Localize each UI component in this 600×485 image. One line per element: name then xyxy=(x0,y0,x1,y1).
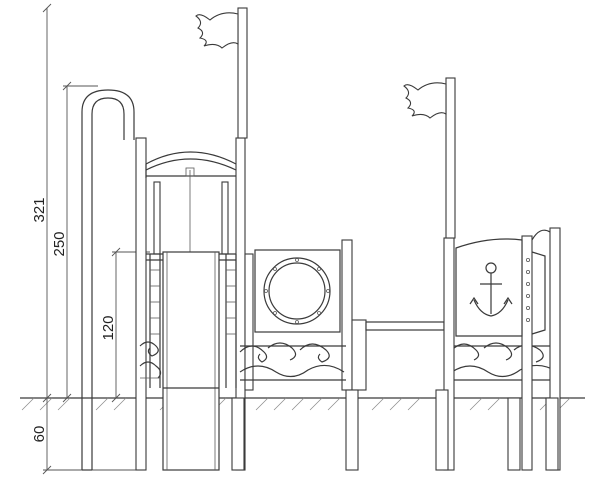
ground xyxy=(20,397,585,411)
flag-pole-right xyxy=(445,77,456,239)
tower-right-post-mid xyxy=(521,235,533,471)
dim-label-60: 60 xyxy=(31,426,48,443)
dimension-lines: 321 250 120 60 xyxy=(31,3,150,475)
footings xyxy=(231,397,559,471)
tower-left-post-outer xyxy=(135,137,147,471)
anchor-panel xyxy=(455,238,531,337)
flag-left-banner xyxy=(195,12,239,49)
connecting-bar xyxy=(351,319,445,391)
dim-label-321: 321 xyxy=(31,197,48,222)
flag-left xyxy=(195,7,248,139)
dim-label-120: 120 xyxy=(100,315,117,340)
tower-right xyxy=(345,227,561,471)
flag-right xyxy=(403,77,456,239)
flag-right-banner xyxy=(403,82,447,119)
grab-bar-arch xyxy=(81,89,135,471)
dim-label-250: 250 xyxy=(51,231,68,256)
porthole-panel xyxy=(244,239,353,391)
flag-pole-left xyxy=(237,7,248,139)
tower-left xyxy=(135,137,246,471)
ground-hatching xyxy=(21,397,571,411)
wave-panels xyxy=(139,341,560,381)
slide xyxy=(162,251,220,471)
